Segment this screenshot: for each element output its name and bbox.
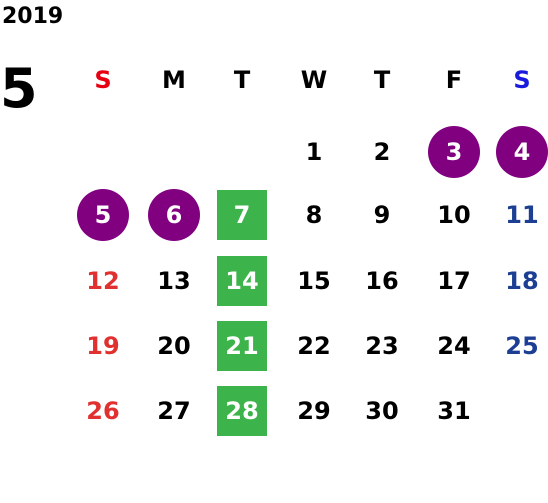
calendar-day-13[interactable]: 13 — [157, 267, 191, 295]
weekday-header-4: T — [373, 66, 391, 94]
calendar-day-29[interactable]: 29 — [297, 397, 331, 425]
calendar-day-1[interactable]: 1 — [305, 138, 323, 166]
calendar-day-7[interactable]: 7 — [212, 190, 272, 240]
calendar-day-16[interactable]: 16 — [365, 267, 399, 295]
calendar-day-11[interactable]: 11 — [505, 201, 539, 229]
calendar-day-23[interactable]: 23 — [365, 332, 399, 360]
calendar-day-4[interactable]: 4 — [492, 126, 548, 178]
calendar-day-26[interactable]: 26 — [86, 397, 120, 425]
calendar-day-27[interactable]: 27 — [157, 397, 191, 425]
weekday-header-0: S — [94, 66, 112, 94]
calendar-day-28[interactable]: 28 — [212, 386, 272, 436]
calendar-day-21[interactable]: 21 — [212, 321, 272, 371]
weekday-header-5: F — [445, 66, 463, 94]
calendar-day-20[interactable]: 20 — [157, 332, 191, 360]
calendar-day-3[interactable]: 3 — [424, 126, 484, 178]
calendar-day-18[interactable]: 18 — [505, 267, 539, 295]
calendar-day-24[interactable]: 24 — [437, 332, 471, 360]
calendar-day-25[interactable]: 25 — [505, 332, 539, 360]
calendar-day-19[interactable]: 19 — [86, 332, 120, 360]
calendar-day-22[interactable]: 22 — [297, 332, 331, 360]
month-number: 5 — [0, 57, 38, 120]
weekday-header-1: M — [162, 66, 186, 94]
calendar-day-12[interactable]: 12 — [86, 267, 120, 295]
weekday-header-3: W — [300, 66, 328, 94]
calendar-day-2[interactable]: 2 — [373, 138, 391, 166]
calendar-day-31[interactable]: 31 — [437, 397, 471, 425]
calendar-day-6[interactable]: 6 — [144, 189, 204, 241]
calendar-day-14[interactable]: 14 — [212, 256, 272, 306]
weekday-header-6: S — [513, 66, 531, 94]
calendar-day-8[interactable]: 8 — [305, 201, 323, 229]
calendar-day-30[interactable]: 30 — [365, 397, 399, 425]
weekday-header-2: T — [233, 66, 251, 94]
year-label: 2019 — [2, 4, 64, 29]
calendar-day-5[interactable]: 5 — [73, 189, 133, 241]
calendar-day-17[interactable]: 17 — [437, 267, 471, 295]
calendar-day-10[interactable]: 10 — [437, 201, 471, 229]
calendar-day-9[interactable]: 9 — [373, 201, 391, 229]
calendar-day-15[interactable]: 15 — [297, 267, 331, 295]
